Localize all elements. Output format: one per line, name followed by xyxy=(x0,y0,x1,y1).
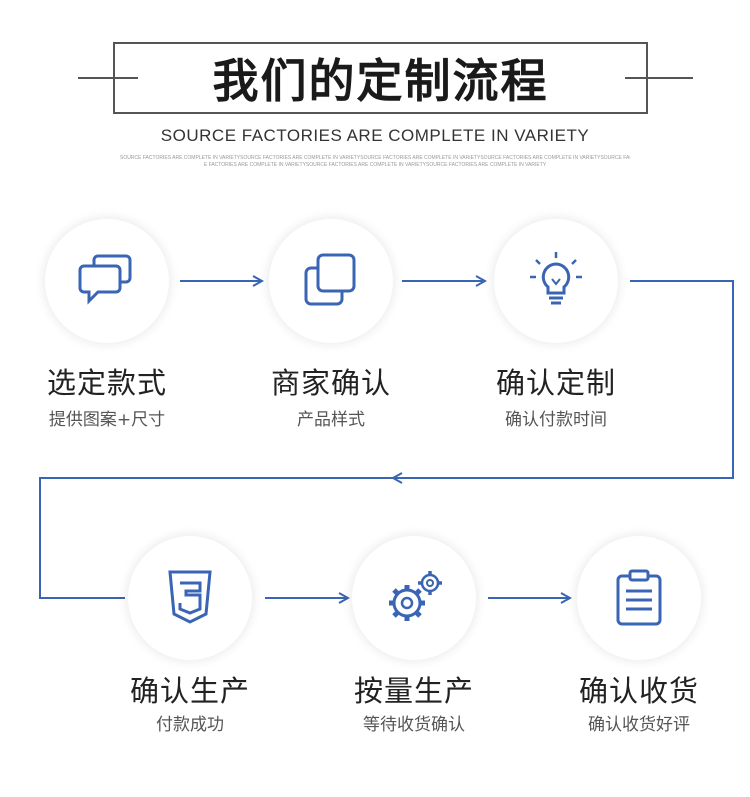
step-3-circle xyxy=(494,219,618,343)
step-4-circle xyxy=(128,536,252,660)
step-1-title: 选定款式 xyxy=(46,366,167,400)
step-2-circle xyxy=(269,219,393,343)
gears-icon xyxy=(389,571,442,621)
step-5-circle xyxy=(352,536,476,660)
step-6-circle xyxy=(577,536,701,660)
step-6-subtitle: 确认收货好评 xyxy=(588,715,690,735)
lightbulb-icon xyxy=(530,252,582,305)
arrow-wrap-to-4 xyxy=(39,477,393,599)
chat-bubbles-icon xyxy=(78,254,132,305)
fine-print-line-1: SOURCE FACTORIES ARE COMPLETE IN VARIETY… xyxy=(120,155,630,161)
overlapping-squares-icon xyxy=(304,253,356,306)
step-3-subtitle: 确认付款时间 xyxy=(505,410,607,430)
page-subtitle: SOURCE FACTORIES ARE COMPLETE IN VARIETY xyxy=(160,126,590,145)
step-1-circle xyxy=(45,219,169,343)
step-3-title: 确认定制 xyxy=(495,366,616,400)
step-1-subtitle: 提供图案+尺寸 xyxy=(48,410,166,430)
step-4-title: 确认生产 xyxy=(129,674,250,708)
title-frame: 我们的定制流程 xyxy=(113,42,648,114)
step-2-title: 商家确认 xyxy=(270,366,391,400)
arrow-3-wrap xyxy=(393,280,734,478)
title-right-rule xyxy=(625,77,693,79)
title-left-rule xyxy=(78,77,138,79)
step-6-title: 确认收货 xyxy=(578,674,699,708)
step-2-subtitle: 产品样式 xyxy=(297,410,365,430)
step-5-title: 按量生产 xyxy=(353,674,474,708)
shield-badge-icon xyxy=(168,570,212,624)
clipboard-icon xyxy=(616,569,662,626)
fine-print-line-2: E FACTORIES ARE COMPLETE IN VARIETYSOURC… xyxy=(203,162,547,168)
step-4-subtitle: 付款成功 xyxy=(156,715,224,735)
step-5-subtitle: 等待收货确认 xyxy=(363,715,465,735)
page-title: 我们的定制流程 xyxy=(212,54,549,108)
